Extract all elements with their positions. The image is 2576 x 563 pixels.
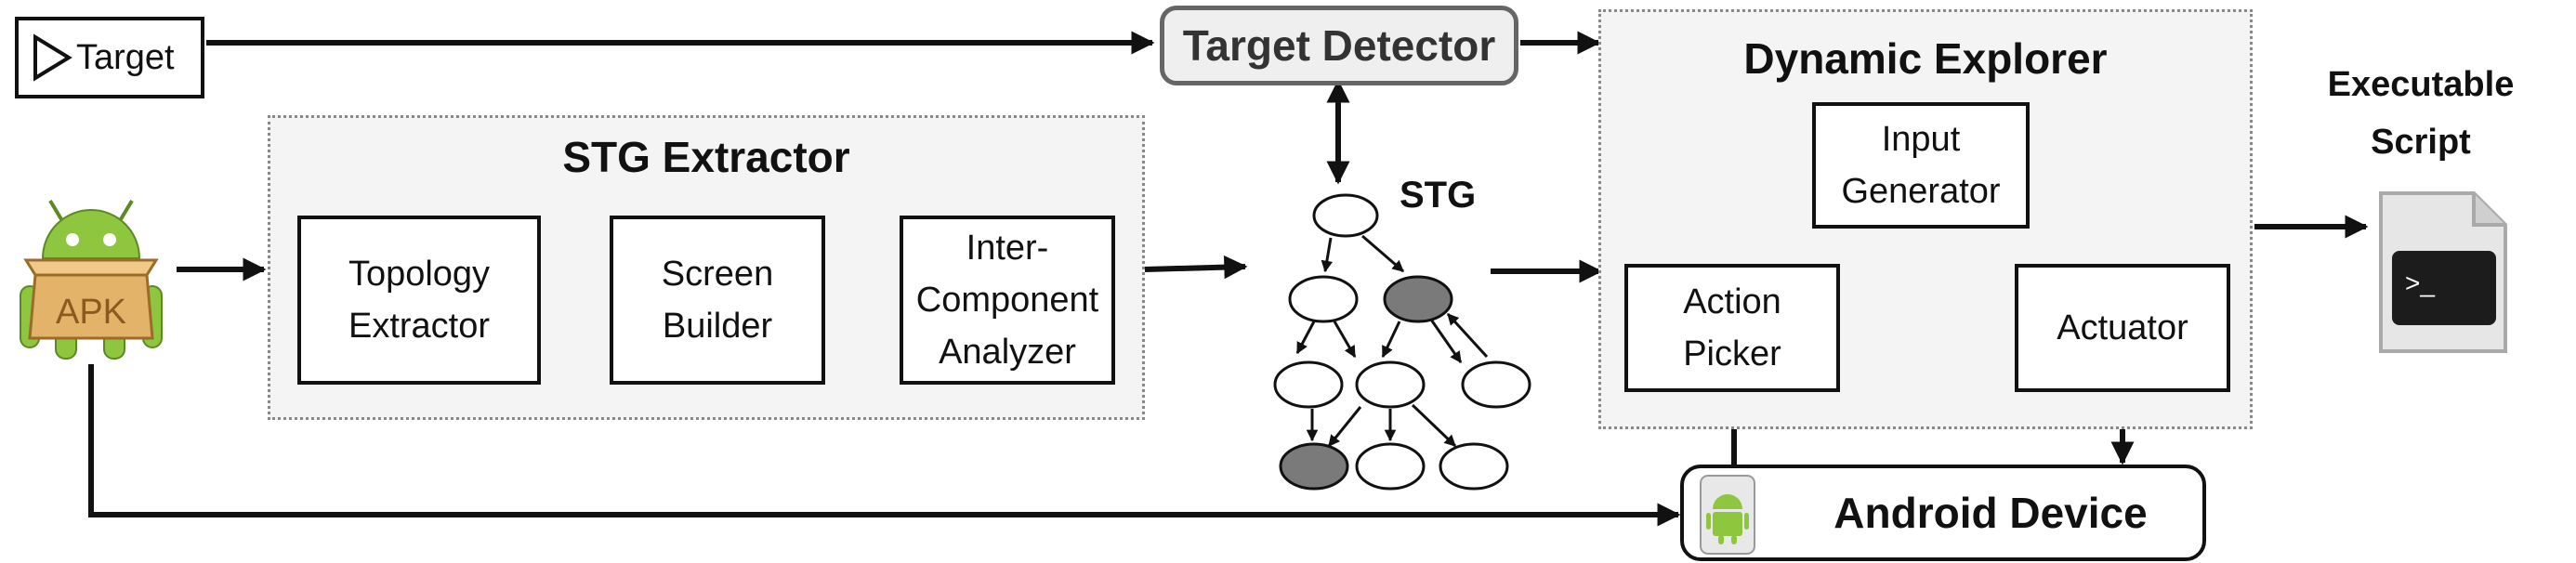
stg-graph bbox=[1273, 193, 1531, 491]
action-picker-box: Action Picker bbox=[1624, 264, 1840, 392]
executable-script-label: Executable Script bbox=[2327, 65, 2515, 162]
screen-builder-box: Screen Builder bbox=[610, 216, 825, 385]
topology-extractor-box: Topology Extractor bbox=[297, 216, 541, 385]
dynamic-explorer-title: Dynamic Explorer bbox=[1743, 34, 2108, 83]
android-device-box: Android Device bbox=[1680, 465, 2206, 561]
stg-node bbox=[1273, 360, 1344, 409]
stg-node bbox=[1355, 442, 1426, 491]
stg-node bbox=[1461, 360, 1531, 409]
android-apk-icon: APK bbox=[7, 182, 175, 364]
target-detector-label: Target Detector bbox=[1182, 21, 1496, 70]
script-file-icon: >_ bbox=[2372, 184, 2515, 360]
triangle-play-icon bbox=[33, 33, 72, 82]
terminal-prompt: >_ bbox=[2405, 268, 2435, 297]
stg-node bbox=[1312, 193, 1379, 238]
arrow-extractor-to-stg bbox=[1144, 255, 1248, 280]
android-device-label: Android Device bbox=[1833, 489, 2148, 537]
stg-node bbox=[1355, 360, 1426, 409]
stg-node bbox=[1288, 275, 1359, 323]
target-label: Target bbox=[76, 37, 175, 77]
stg-node-highlighted bbox=[1279, 442, 1349, 491]
stg-node-highlighted bbox=[1383, 275, 1453, 323]
stg-node bbox=[1439, 442, 1509, 491]
android-icon bbox=[1700, 475, 1755, 555]
arrow-apk-to-device bbox=[88, 364, 1681, 527]
target-input-box: Target bbox=[15, 17, 204, 98]
inter-component-analyzer-box: Inter- Component Analyzer bbox=[900, 216, 1115, 385]
stg-extractor-title: STG Extractor bbox=[562, 133, 850, 181]
input-generator-box: Input Generator bbox=[1812, 102, 2030, 229]
actuator-box: Actuator bbox=[2015, 264, 2230, 392]
apk-label: APK bbox=[56, 293, 126, 332]
target-detector-box: Target Detector bbox=[1160, 6, 1518, 85]
stg-label: STG bbox=[1400, 175, 1477, 216]
